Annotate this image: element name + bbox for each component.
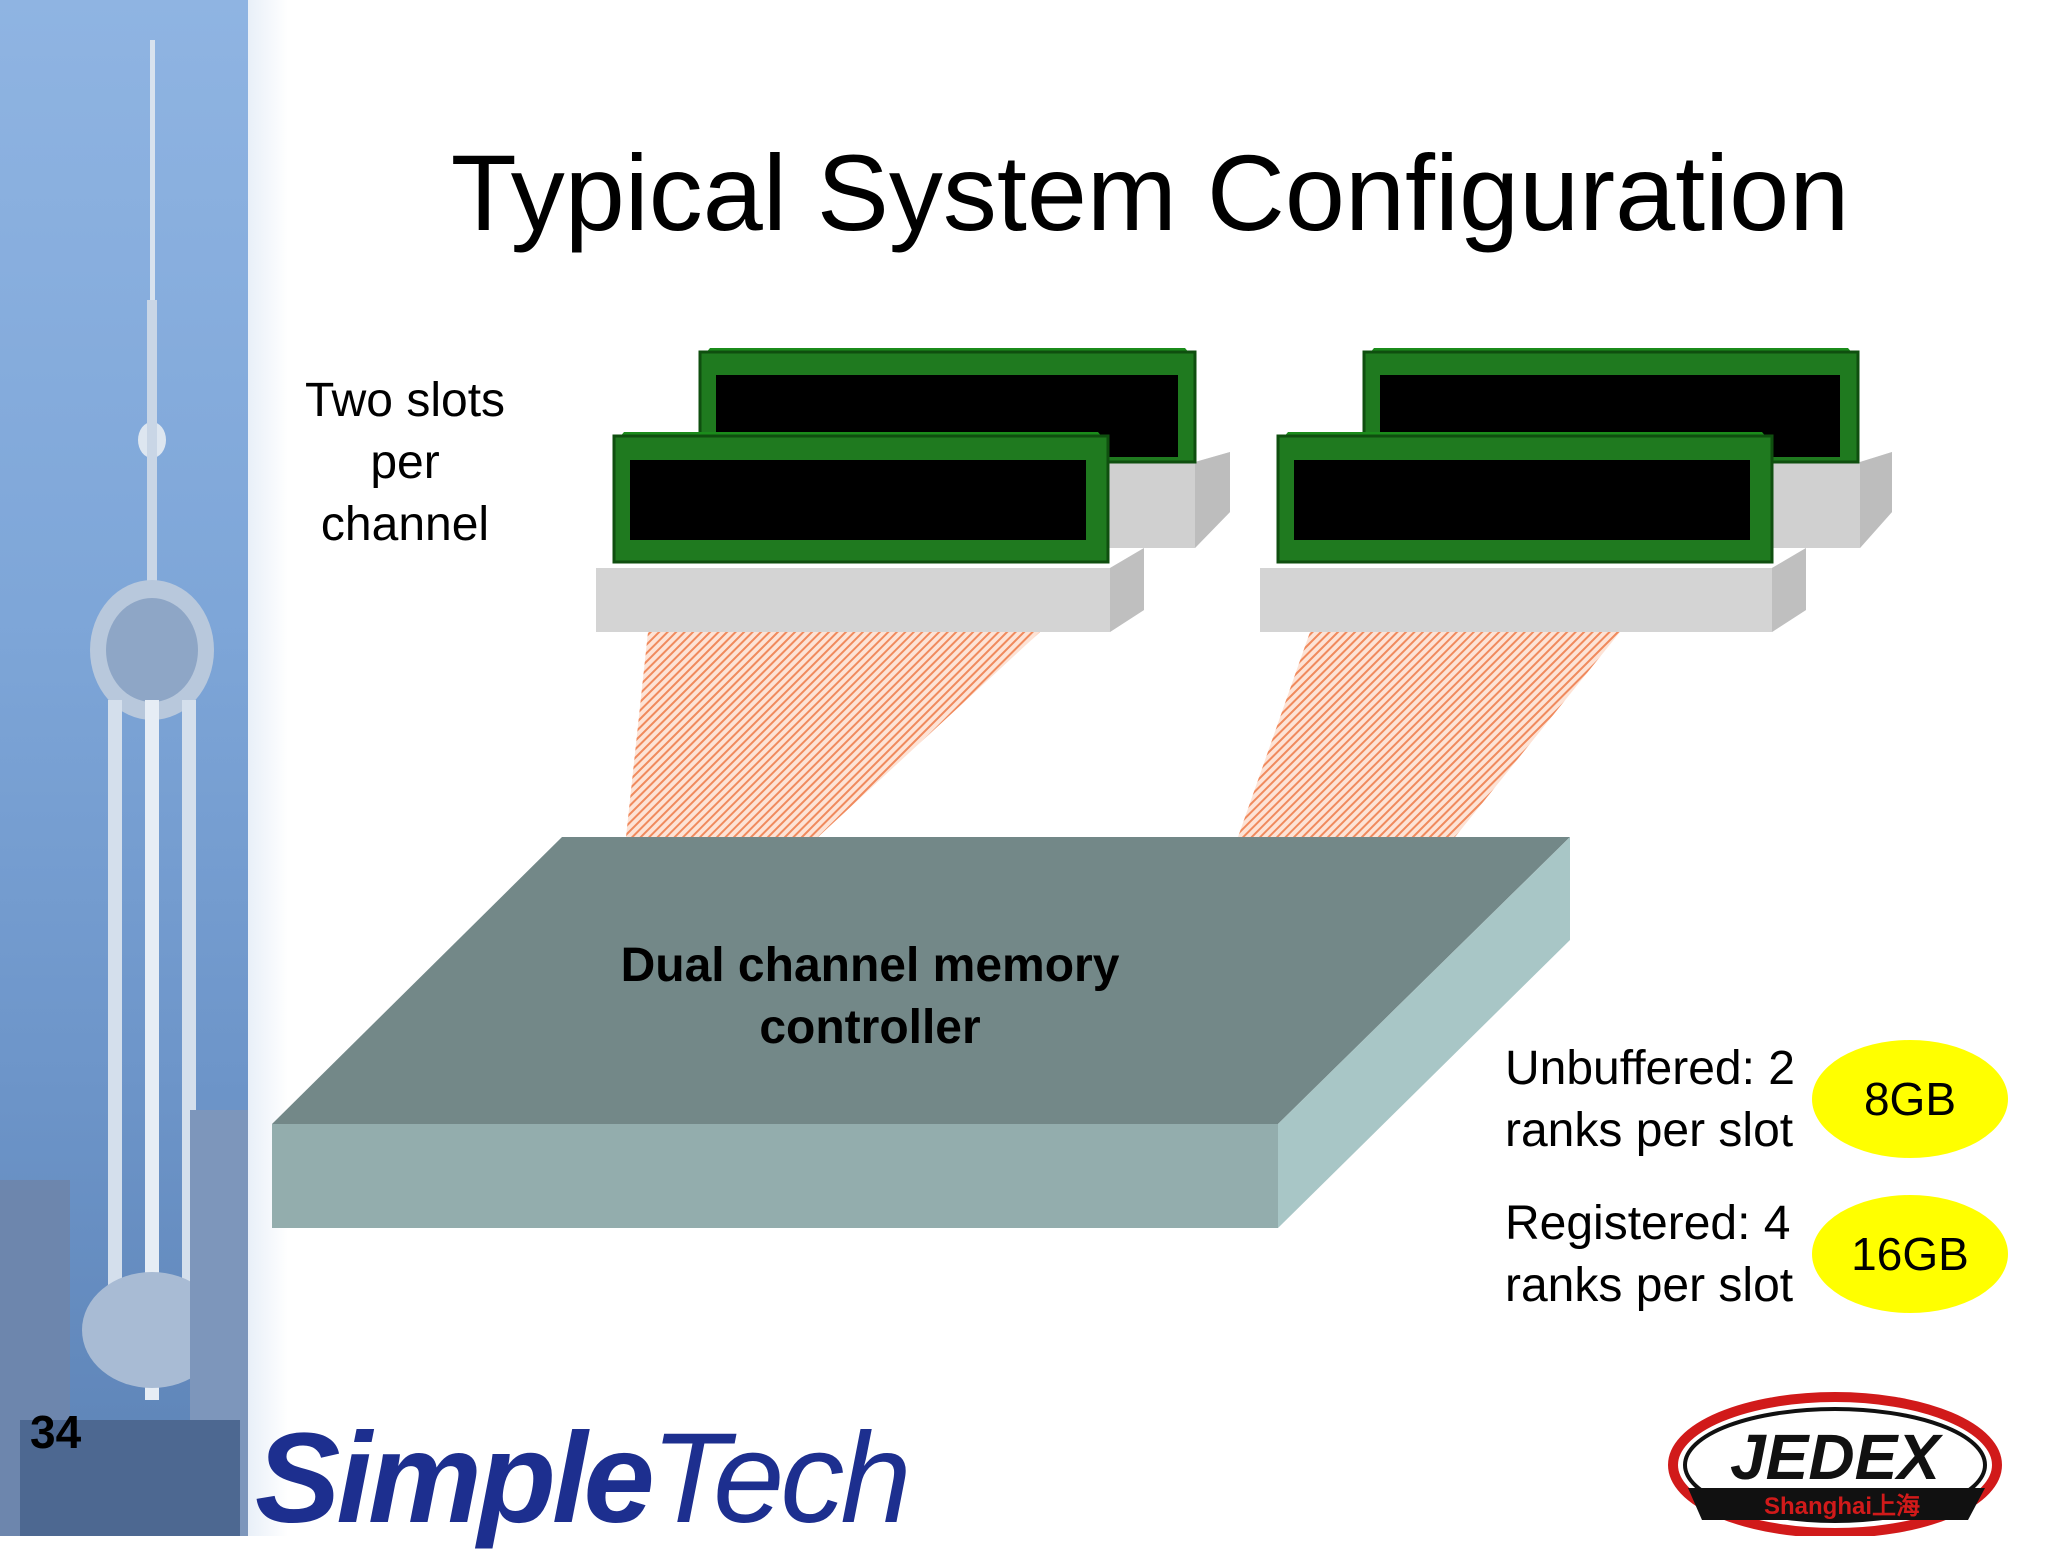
controller-label: Dual channel memory controller xyxy=(560,935,1180,1059)
registered-line-2: ranks per slot xyxy=(1505,1259,1794,1312)
memory-bus-channel-b xyxy=(1238,632,1620,837)
controller-label-line-1: Dual channel memory xyxy=(620,939,1120,992)
registered-config: Registered: 4 ranks per slot xyxy=(1505,1193,1845,1317)
sidebar-fade xyxy=(248,0,288,1536)
memory-bus-channel-a xyxy=(626,632,1040,837)
simpletech-logo-part2: Tech xyxy=(650,1407,912,1550)
jedex-logo xyxy=(1668,1392,2002,1536)
registered-line-1: Registered: 4 xyxy=(1505,1197,1791,1250)
jedex-logo-name: JEDEX xyxy=(1730,1421,1940,1493)
unbuffered-line-1: Unbuffered: 2 xyxy=(1505,1042,1795,1095)
slide-title: Typical System Configuration xyxy=(450,132,1850,253)
tower-illustration xyxy=(0,40,248,1536)
slots-label-line-3: channel xyxy=(320,498,490,551)
dimm-slot-a1 xyxy=(596,432,1144,632)
unbuffered-config: Unbuffered: 2 ranks per slot xyxy=(1505,1038,1845,1162)
page-number: 34 xyxy=(30,1406,82,1458)
capacity-badge-16gb: 16GB xyxy=(1812,1195,2008,1313)
capacity-badge-8gb: 8GB xyxy=(1812,1040,2008,1158)
dimm-slot-b1 xyxy=(1260,432,1806,632)
memory-controller-box xyxy=(272,837,1570,1228)
jedex-logo-sub: Shanghai上海 xyxy=(1763,1493,1920,1520)
slots-per-channel-label: Two slots per channel xyxy=(270,370,540,556)
sidebar-tower-photo xyxy=(0,0,248,1536)
controller-label-line-2: controller xyxy=(759,1001,981,1054)
simpletech-logo: SimpleTech xyxy=(255,1405,912,1552)
slots-label-line-2: per xyxy=(370,436,440,489)
simpletech-logo-part1: Simple xyxy=(255,1407,655,1550)
unbuffered-line-2: ranks per slot xyxy=(1505,1104,1794,1157)
slots-label-line-1: Two slots xyxy=(304,374,506,427)
